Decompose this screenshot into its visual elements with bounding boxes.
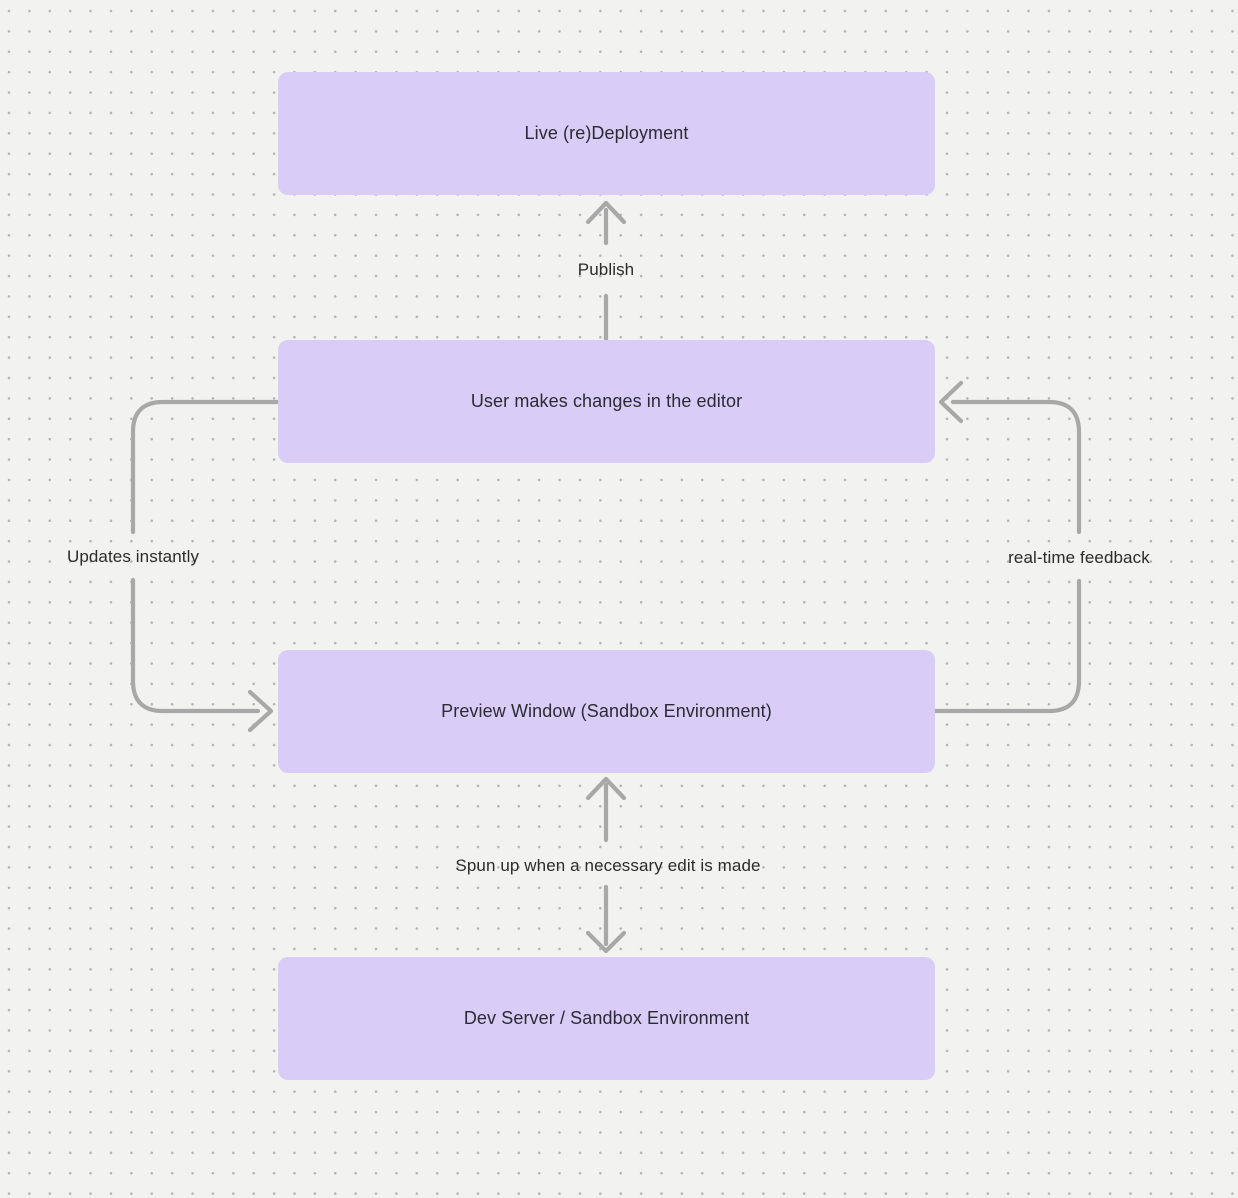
arrowhead-up-icon <box>585 200 627 225</box>
arrowhead-right-icon <box>247 689 274 733</box>
edge-label-spun-up: Spun up when a necessary edit is made <box>455 856 761 875</box>
node-live-redeployment[interactable]: Live (re)Deployment <box>278 72 935 195</box>
node-label: Dev Server / Sandbox Environment <box>463 1007 750 1028</box>
edge-label-realtime-feedback: real-time feedback <box>1008 548 1150 567</box>
arrowhead-down-icon <box>585 930 627 954</box>
edge-label-publish: Publish <box>577 260 635 279</box>
node-label: Preview Window (Sandbox Environment) <box>441 700 772 721</box>
edge-realtime-feedback <box>932 380 1082 714</box>
node-user-makes-changes[interactable]: User makes changes in the editor <box>278 340 935 463</box>
node-preview-window[interactable]: Preview Window (Sandbox Environment) <box>278 650 935 773</box>
arrowhead-left-icon <box>938 380 964 424</box>
edge-label-updates-instantly: Updates instantly <box>66 547 200 566</box>
node-label: User makes changes in the editor <box>470 390 743 411</box>
node-label: Live (re)Deployment <box>524 122 689 143</box>
arrowhead-up-icon <box>585 776 627 801</box>
node-dev-server[interactable]: Dev Server / Sandbox Environment <box>278 957 935 1080</box>
